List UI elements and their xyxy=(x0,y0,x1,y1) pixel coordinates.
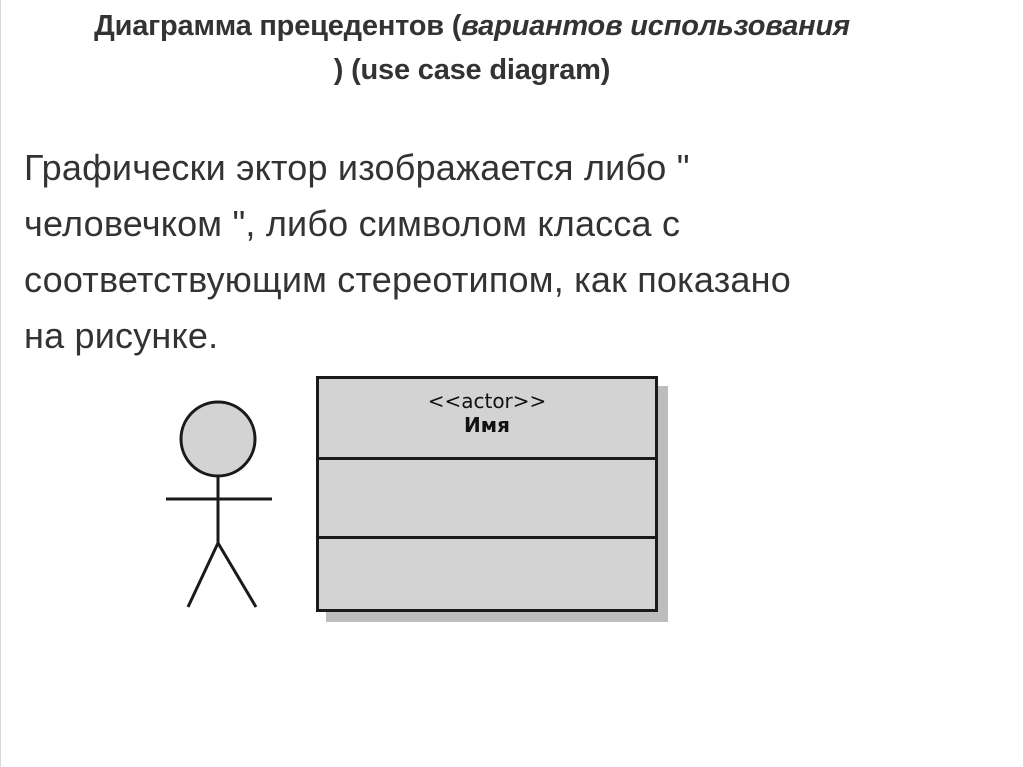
actor-left-leg xyxy=(186,542,220,608)
class-stereotype: <<actor>> xyxy=(427,389,547,413)
title-text-part2: ) (use case diagram) xyxy=(333,54,611,86)
title-text-italic: вариантов использования xyxy=(461,10,850,42)
body-line-3: соответствующим стереотипом, как показан… xyxy=(24,259,791,300)
actor-stick-figure-icon xyxy=(166,400,272,608)
slide-body-text: Графически эктор изображается либо " чел… xyxy=(24,140,984,364)
class-name-compartment: <<actor>> Имя xyxy=(319,379,655,460)
actor-right-leg xyxy=(216,542,258,608)
title-text-part1: Диаграмма прецедентов ( xyxy=(94,10,462,42)
class-operations-compartment xyxy=(319,539,655,609)
body-line-1: Графически эктор изображается либо " xyxy=(24,147,690,188)
body-line-4: на рисунке. xyxy=(24,315,219,356)
class-name: Имя xyxy=(464,413,510,437)
slide-title: Диаграмма прецедентов (вариантов использ… xyxy=(0,4,944,92)
slide-left-edge xyxy=(0,0,1,767)
actor-class-symbol: <<actor>> Имя xyxy=(316,376,658,612)
actor-head xyxy=(179,400,257,478)
class-attributes-compartment xyxy=(319,460,655,539)
body-line-2: человечком ", либо символом класса с xyxy=(24,203,681,244)
